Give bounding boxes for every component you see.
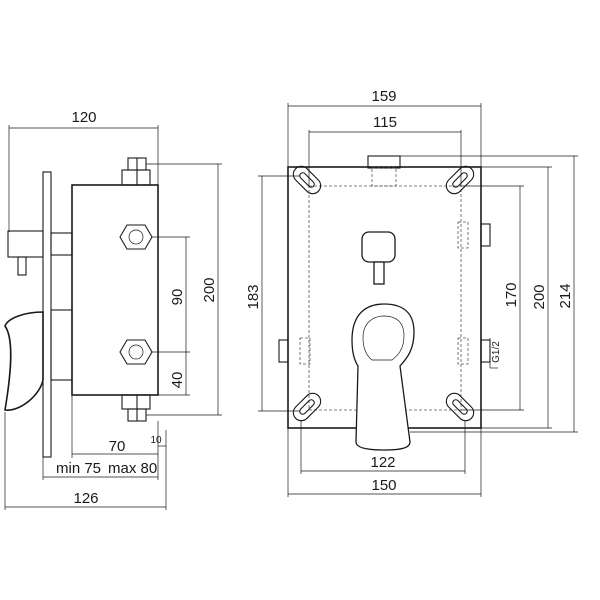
- front-top-connector: [367, 155, 401, 187]
- dim-10: 10: [150, 435, 162, 446]
- side-view: 120 200 90 40 70 10 min 75 max 80 126: [4, 109, 222, 510]
- dim-side-200: 200: [201, 277, 218, 302]
- dim-126: 126: [73, 490, 98, 507]
- side-lower-outlet: [119, 339, 153, 365]
- dim-150: 150: [371, 477, 396, 494]
- dim-front-200: 200: [531, 284, 548, 309]
- front-diverter-knob: [361, 231, 396, 285]
- dim-170: 170: [503, 282, 520, 307]
- front-view: G1/2 159 115 183 170 200: [245, 88, 578, 497]
- front-mounting-slot-bl: [292, 392, 322, 422]
- side-upper-outlet: [119, 224, 153, 250]
- dim-214: 214: [557, 283, 574, 308]
- front-mounting-slot-tr: [445, 165, 475, 195]
- dim-122: 122: [370, 454, 395, 471]
- side-cover-plate: [42, 171, 52, 458]
- dim-min-75: min 75: [56, 460, 101, 477]
- dim-183: 183: [245, 284, 262, 309]
- dim-115: 115: [373, 114, 397, 131]
- dim-max-80: max 80: [108, 460, 157, 477]
- dim-40: 40: [169, 372, 186, 389]
- dim-120: 120: [71, 109, 96, 126]
- dim-70: 70: [109, 438, 126, 455]
- side-top-connector: [121, 157, 151, 186]
- front-side-ports: [278, 221, 491, 365]
- thread-label-g12: G1/2: [491, 341, 502, 363]
- side-lever-handle: [4, 309, 73, 411]
- dim-159: 159: [371, 88, 396, 105]
- side-bottom-connector: [121, 394, 151, 422]
- front-mounting-slot-tl: [292, 165, 322, 195]
- side-body-box: [71, 184, 159, 396]
- side-diverter-knob: [7, 230, 73, 276]
- dim-90: 90: [169, 289, 186, 306]
- front-mounting-slot-br: [445, 392, 475, 422]
- front-lever-handle: [351, 303, 415, 451]
